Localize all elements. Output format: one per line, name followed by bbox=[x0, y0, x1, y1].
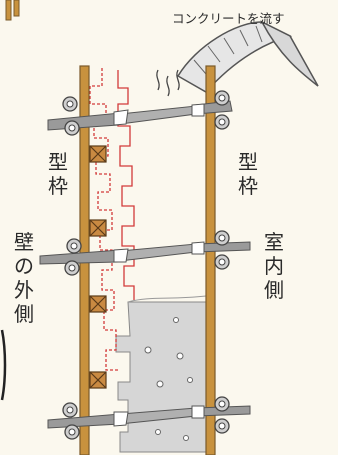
rebar bbox=[117, 70, 135, 300]
form-tie-icon bbox=[47, 90, 233, 136]
rebar bbox=[89, 68, 118, 371]
formwork-left-label: 型枠 bbox=[48, 150, 68, 198]
formwork-board-right bbox=[205, 65, 216, 455]
pour-concrete-label: コンクリートを流す bbox=[172, 11, 285, 26]
formwork-right-label: 型枠 bbox=[238, 150, 258, 198]
aggregate bbox=[144, 317, 193, 441]
interior-side-label: 室内側 bbox=[264, 230, 284, 302]
post-stub bbox=[5, 0, 12, 21]
exterior-side-label: 壁の外側 bbox=[14, 230, 34, 326]
form-tie-icon bbox=[39, 230, 251, 276]
spacer-block-icon bbox=[89, 145, 107, 389]
steam-icon bbox=[156, 69, 180, 97]
form-tie-icon bbox=[47, 396, 251, 440]
wall-edge bbox=[0, 329, 7, 401]
post-stub bbox=[13, 0, 20, 17]
poured-concrete bbox=[115, 301, 207, 453]
concrete-hose-icon bbox=[176, 20, 319, 93]
